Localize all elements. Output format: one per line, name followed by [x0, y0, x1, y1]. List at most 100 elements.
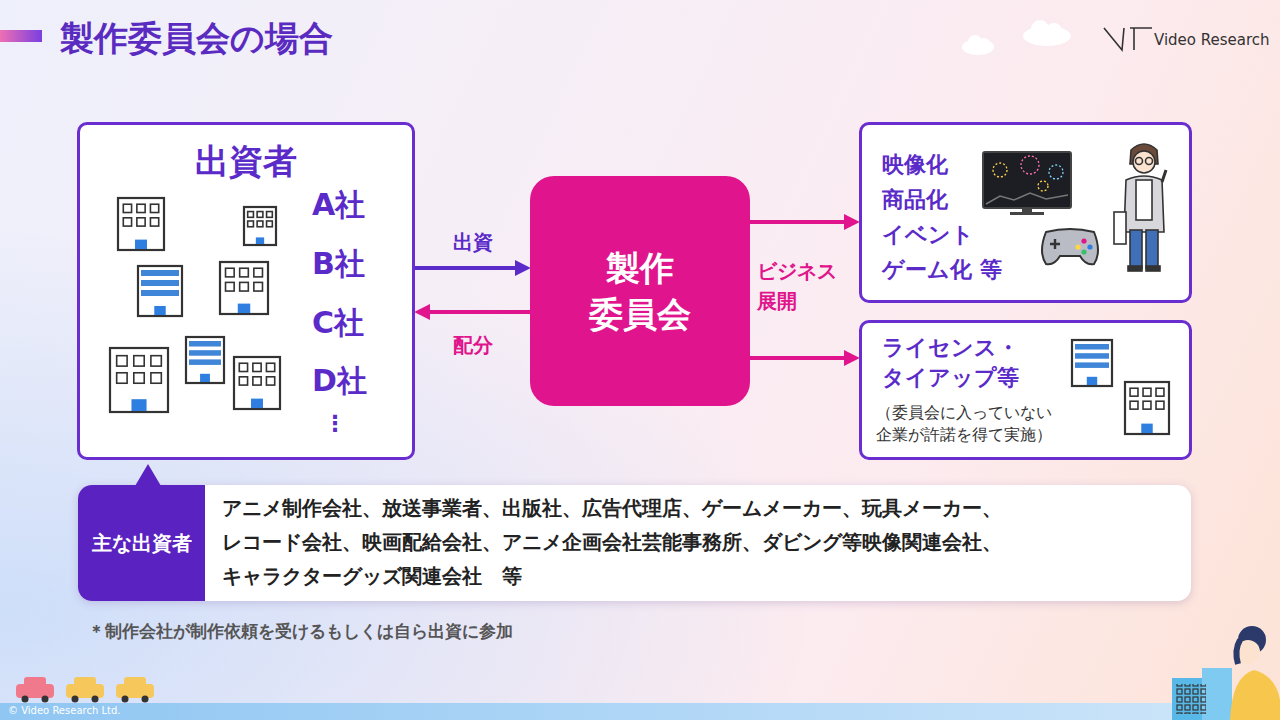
business-box: 映像化 商品化 イベント ゲーム化 等: [859, 122, 1192, 303]
decoration: [1176, 684, 1206, 714]
decoration: [248, 212, 254, 218]
decoration: [986, 193, 1068, 204]
logo-mark: [1104, 28, 1152, 50]
slide-title: 製作委員会の場合: [60, 16, 333, 60]
callout-pointer: [135, 464, 161, 486]
decoration: [220, 262, 268, 314]
building-icon: [1072, 340, 1112, 386]
decoration: [16, 684, 54, 698]
decoration: [239, 377, 247, 385]
edge-label: 配分: [453, 332, 493, 358]
node-heading: アニメ制作会社、放送事業者、出版社、広告代理店、ゲームメーカー、玩具メーカー、 …: [222, 491, 1042, 593]
decoration: [226, 282, 235, 291]
decoration: [134, 356, 144, 366]
decoration: [253, 363, 261, 371]
building-icon: [118, 198, 164, 250]
node-text: B社: [312, 244, 365, 284]
decoration: [1136, 158, 1143, 165]
decoration: [1130, 28, 1152, 50]
decoration: [248, 221, 254, 227]
gamepad-icon: [1042, 229, 1098, 264]
node-heading: 主な出資者: [92, 529, 192, 557]
decoration: [1236, 640, 1240, 664]
edge-label: 出資: [453, 229, 493, 255]
decoration: [1130, 388, 1138, 396]
node-text: ⋮: [324, 411, 346, 437]
decoration: [1125, 382, 1169, 434]
decoration: [137, 218, 145, 226]
decoration: [1124, 176, 1164, 232]
node-text: A社: [312, 185, 365, 225]
decoration: [118, 198, 164, 250]
decoration: [266, 377, 274, 385]
decoration: [978, 38, 990, 50]
clouds: [962, 20, 1071, 55]
title-bar: [0, 30, 42, 42]
decoration: [1143, 401, 1151, 409]
node-text: （委員会に入っていない 企業が許諾を得て実施）: [876, 402, 1065, 446]
decoration: [142, 696, 149, 703]
decoration: [1075, 362, 1109, 368]
investor-box: 出資者A社B社C社D社⋮: [77, 122, 415, 460]
decoration: [1087, 244, 1092, 249]
decoration: [1031, 20, 1049, 38]
decoration: [22, 696, 29, 703]
decoration: [1050, 239, 1060, 249]
decoration: [151, 373, 161, 383]
decoration: [1162, 170, 1166, 182]
decoration: [1010, 212, 1044, 215]
decoration: [1133, 151, 1155, 173]
flow-arrow: [427, 310, 530, 314]
decoration: [1081, 238, 1086, 243]
decoration: [1146, 230, 1158, 268]
cars: [16, 677, 154, 703]
decoration: [110, 348, 168, 412]
decoration: [254, 282, 263, 291]
decoration: [189, 359, 221, 365]
flow-arrow: [750, 220, 847, 224]
decoration: [1075, 244, 1080, 249]
decoration: [1143, 388, 1151, 396]
flow-arrow: [415, 266, 518, 270]
decoration: [186, 337, 224, 383]
decoration: [1023, 26, 1071, 46]
woman-figure: [1230, 626, 1280, 720]
decoration: [1202, 668, 1232, 720]
investor-list-panel: アニメ制作会社、放送事業者、出版社、広告代理店、ゲームメーカー、玩具メーカー、 …: [78, 485, 1191, 601]
decoration: [74, 677, 96, 687]
decoration: [1114, 212, 1126, 244]
investor-tab: 主な出資者: [78, 485, 205, 601]
decoration: [137, 204, 145, 212]
decoration: [244, 207, 276, 245]
decoration: [1156, 388, 1164, 396]
decoration: [42, 696, 49, 703]
decoration: [1130, 144, 1158, 164]
decoration: [141, 270, 179, 276]
decoration: [1104, 28, 1124, 50]
building-icon: [138, 266, 182, 316]
decoration: [1230, 670, 1280, 720]
decoration: [189, 341, 221, 347]
decoration: [1075, 344, 1109, 350]
decoration: [234, 357, 280, 409]
decoration: [239, 363, 247, 371]
node-heading: 映像化 商品化 イベント ゲーム化 等: [882, 147, 1005, 287]
decoration: [1072, 340, 1112, 386]
node-heading: 出資者: [80, 139, 412, 183]
decoration: [131, 399, 146, 411]
decoration: [124, 677, 146, 687]
decoration: [1075, 353, 1109, 359]
decoration: [123, 204, 131, 212]
decoration: [154, 306, 165, 315]
decoration: [1022, 208, 1032, 213]
node-text: D社: [312, 361, 367, 401]
building-icon: [110, 348, 168, 412]
flow-label: ビジネス 展開: [757, 256, 857, 316]
decoration: [1130, 230, 1142, 268]
decoration: [968, 35, 982, 49]
decoration: [151, 356, 161, 366]
decoration: [1172, 678, 1212, 720]
